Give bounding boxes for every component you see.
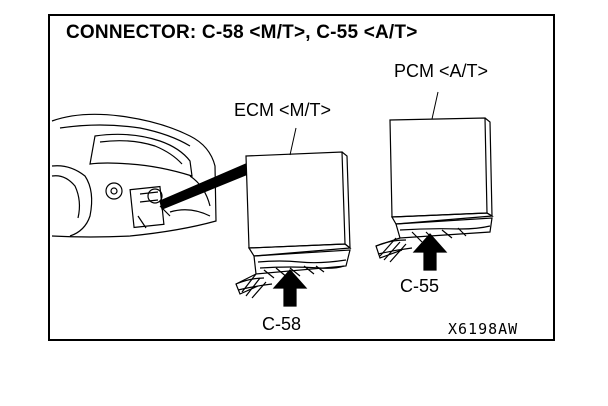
diagram-frame: CONNECTOR: C-58 <M/T>, C-55 <A/T> ECM <M… [48,14,555,341]
connector-location-illustration [51,91,494,307]
c55-connector-label: C-55 [400,276,440,296]
pcm-module [375,91,494,263]
ecm-label: ECM <M/T> [234,100,332,120]
c58-connector-label: C-58 [262,314,302,334]
pcm-label: PCM <A/T> [394,61,489,81]
diagram-title: CONNECTOR: C-58 <M/T>, C-55 <A/T> [66,22,418,43]
c55-arrow-icon [412,233,448,271]
ecm-module [235,127,352,299]
c58-arrow-icon [272,269,308,307]
figure-code: X6198AW [448,320,519,338]
dashboard-drawing [51,113,217,238]
